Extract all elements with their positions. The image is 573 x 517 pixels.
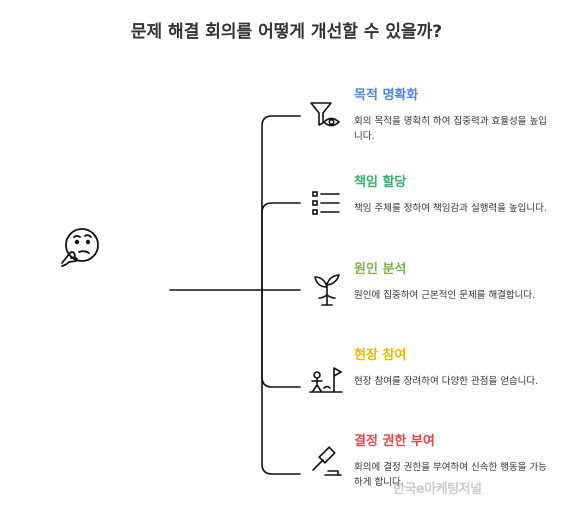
thinking-face-icon — [61, 228, 99, 267]
branch-desc-authority: 회의에 결정 권한을 부여하여 신속한 행동을 가능하게 합니다. — [354, 462, 547, 488]
branch-desc-responsibility: 책임 주체를 정하여 책임감과 실행력을 높입니다. — [354, 203, 547, 214]
gavel-icon — [312, 446, 342, 476]
person-flag-icon — [309, 367, 343, 393]
branch-title-cause: 원인 분석 — [354, 262, 407, 277]
branch-desc-field: 현장 참여를 장려하여 다양한 관점을 얻습니다. — [354, 376, 539, 387]
funnel-eye-icon — [310, 102, 340, 127]
branch-title-field: 현장 참여 — [354, 348, 407, 363]
page-title: 문제 해결 회의를 어떻게 개선할 수 있을까? — [130, 22, 443, 42]
branch-title-purpose: 목적 명확화 — [354, 88, 419, 103]
list-icon — [312, 191, 340, 215]
watermark: 한국e마케팅저널 — [393, 482, 482, 497]
sprout-icon — [314, 274, 340, 306]
branch-title-authority: 결정 권한 부여 — [354, 434, 435, 449]
branch-desc-purpose: 회의 목적을 명확히 하여 집중력과 효율성을 높입니다. — [354, 116, 547, 142]
branch-title-responsibility: 책임 할당 — [354, 175, 407, 190]
branch-desc-cause: 원인에 집중하여 근본적인 문제를 해결합니다. — [354, 290, 536, 301]
